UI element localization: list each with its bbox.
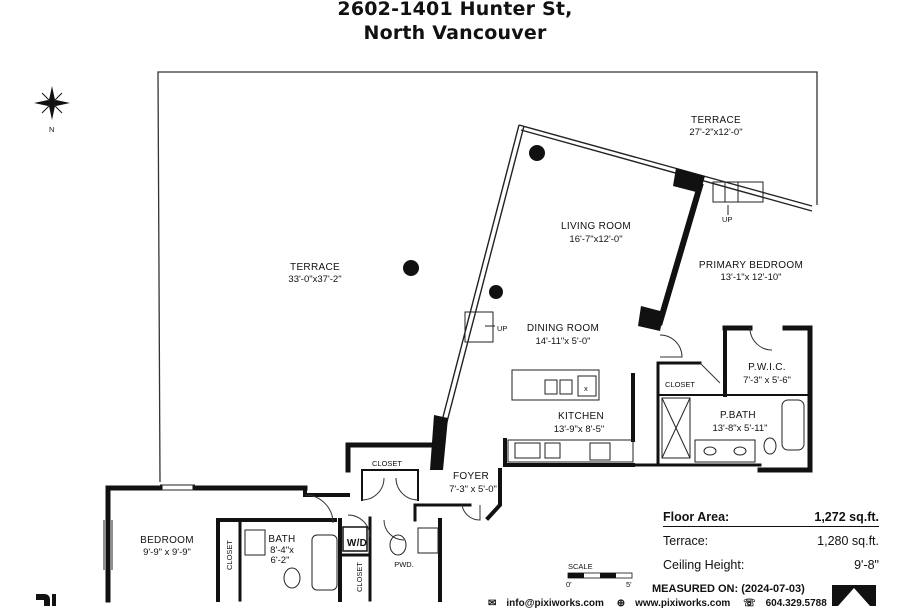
pwic-name: P.W.I.C. xyxy=(748,362,786,373)
dining-room-dims: 14'-11"x 5'-0" xyxy=(535,336,590,347)
primary-bedroom-dims: 13'-1"x 12'-10" xyxy=(720,272,781,283)
kitchen-island: x xyxy=(511,369,600,401)
interior-walls xyxy=(105,182,813,603)
up-label-top: UP xyxy=(722,215,732,224)
scale-start: 0' xyxy=(566,580,572,589)
floor-area-row: Floor Area: 1,272 sq.ft. xyxy=(663,510,879,527)
room-labels: TERRACE 33'-0"x37'-2" TERRACE 27'-2"x12'… xyxy=(140,115,803,569)
listing-address-line1: 2602-1401 Hunter St, xyxy=(337,0,573,20)
foyer-dims: 7'-3" x 5'-0" xyxy=(449,484,497,495)
web-icon: ⊕ xyxy=(616,598,626,609)
kitchen-dims: 13'-9"x 8'-5" xyxy=(554,424,605,435)
door-swings xyxy=(304,327,773,541)
bedroom-name: BEDROOM xyxy=(140,535,194,546)
stair-marker-top: UP xyxy=(712,181,764,224)
terrace-top-dims: 27'-2"x12'-0" xyxy=(689,127,742,138)
scale-label: SCALE xyxy=(568,562,593,571)
listing-address-line2: North Vancouver xyxy=(363,22,547,44)
contact-email[interactable]: info@pixiworks.com xyxy=(506,598,604,609)
email-icon: ✉ xyxy=(488,598,497,609)
phone-icon: ☏ xyxy=(743,598,756,609)
terrace-area-label: Terrace: xyxy=(663,534,709,548)
closet-upper-label: CLOSET xyxy=(372,459,402,468)
bath-dims-line1: 8'-4"x xyxy=(270,545,294,556)
floor-area-label: Floor Area: xyxy=(663,510,730,524)
measured-on-date: MEASURED ON: (2024-07-03) xyxy=(652,583,805,595)
terrace-outline xyxy=(157,71,818,483)
compass-rose-icon: N xyxy=(34,86,70,134)
pwd-name: PWD. xyxy=(394,560,414,569)
floor-area-value: 1,272 sq.ft. xyxy=(814,510,879,524)
company-logo-icon xyxy=(36,594,56,606)
exterior-glazing xyxy=(436,124,813,442)
pbath-name: P.BATH xyxy=(720,410,756,421)
primary-bedroom-name: PRIMARY BEDROOM xyxy=(699,260,803,271)
contact-phone[interactable]: 604.329.5788 xyxy=(765,598,827,609)
up-label-mid: UP xyxy=(497,324,507,333)
ceiling-height-value: 9'-8" xyxy=(854,558,879,572)
kitchen-name: KITCHEN xyxy=(558,411,604,422)
bedroom-dims: 9'-9" x 9'-9" xyxy=(143,547,191,558)
bath-dims-line2: 6'-2" xyxy=(271,555,290,566)
bath-name: BATH xyxy=(268,534,295,545)
contact-strip: ✉ info@pixiworks.com ⊕ www.pixiworks.com ☏… xyxy=(488,598,837,609)
compass-north-label: N xyxy=(49,125,54,134)
living-room-name: LIVING ROOM xyxy=(561,221,631,232)
washer-dryer-label: W/D xyxy=(347,538,367,549)
ceiling-height-row: Ceiling Height: 9'-8" xyxy=(663,558,879,574)
pbath-fixtures xyxy=(661,397,805,463)
scale-end: 5' xyxy=(626,580,632,589)
living-room-dims: 16'-7"x12'-0" xyxy=(569,234,622,245)
pbath-dims: 13'-8"x 5'-11" xyxy=(712,423,767,434)
mountain-logo-icon xyxy=(832,585,876,606)
terrace-area-row: Terrace: 1,280 sq.ft. xyxy=(663,534,879,550)
bedroom-window xyxy=(103,484,195,570)
bath-fixtures xyxy=(244,527,439,591)
terrace-main-name: TERRACE xyxy=(290,262,340,273)
closet-small-label: CLOSET xyxy=(355,562,364,592)
washer-dryer-box xyxy=(342,526,368,552)
contact-web[interactable]: www.pixiworks.com xyxy=(635,598,731,609)
stair-marker-mid: UP xyxy=(464,311,507,343)
ceiling-height-label: Ceiling Height: xyxy=(663,558,745,572)
terrace-area-value: 1,280 sq.ft. xyxy=(817,534,879,548)
terrace-top-name: TERRACE xyxy=(691,115,741,126)
structural-columns xyxy=(403,145,705,470)
kitchen-counter xyxy=(507,439,634,463)
foyer-name: FOYER xyxy=(453,471,489,482)
scale-bar: SCALE 0' 5' xyxy=(566,562,633,589)
closet-pbath-label: CLOSET xyxy=(665,380,695,389)
stove-mark: x xyxy=(584,384,588,393)
dining-room-name: DINING ROOM xyxy=(527,323,599,334)
closet-bedroom-label: CLOSET xyxy=(225,540,234,570)
terrace-main-dims: 33'-0"x37'-2" xyxy=(288,274,341,285)
pwic-dims: 7'-3" x 5'-6" xyxy=(743,375,791,386)
